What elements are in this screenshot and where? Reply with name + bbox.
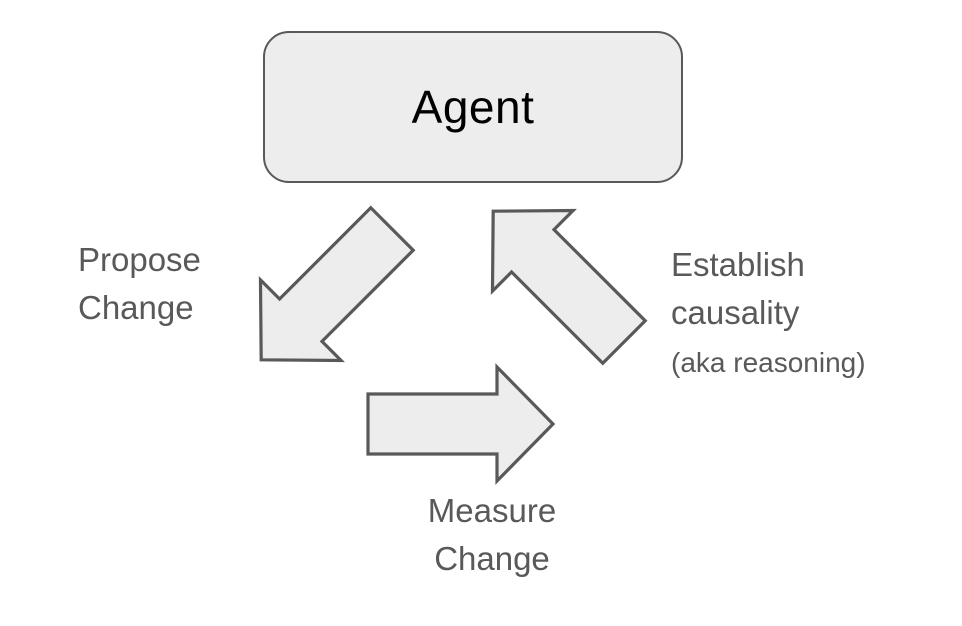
establish-causality-label-line2: causality <box>671 294 800 331</box>
measure-change-arrow <box>366 363 556 485</box>
propose-change-label-line2: Change <box>78 289 194 326</box>
propose-change-label-line1: Propose <box>78 241 201 278</box>
establish-causality-label-sub: (aka reasoning) <box>671 347 866 378</box>
agent-node: Agent <box>263 31 683 183</box>
agent-node-label: Agent <box>411 81 535 133</box>
propose-change-arrow <box>258 205 416 363</box>
establish-causality-arrow <box>490 208 648 366</box>
measure-change-label-line1: Measure <box>427 492 557 529</box>
establish-causality-label-line1: Establish <box>671 246 805 283</box>
establish-causality-label: Establish causality (aka reasoning) <box>671 241 866 387</box>
measure-change-label: Measure Change <box>372 487 612 583</box>
measure-change-label-line2: Change <box>434 540 550 577</box>
propose-change-label: Propose Change <box>78 236 201 332</box>
